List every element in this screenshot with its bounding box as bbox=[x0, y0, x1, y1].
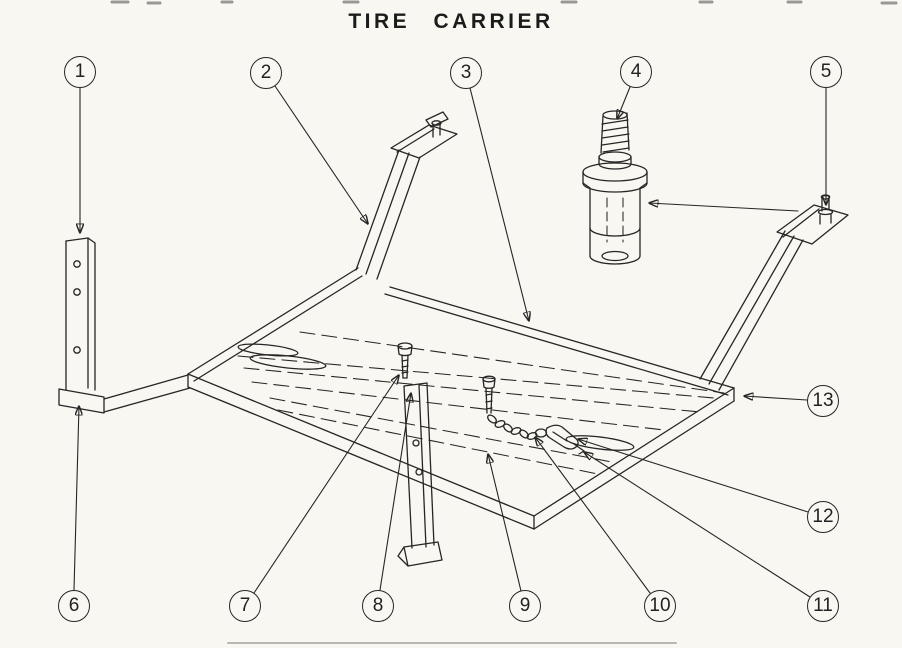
callout-3-number: 3 bbox=[460, 62, 472, 83]
leader-line-2 bbox=[274, 85, 368, 224]
callout-13-number: 13 bbox=[812, 390, 834, 411]
chain-anchor-bolt bbox=[482, 375, 496, 414]
carrier-frame bbox=[187, 267, 735, 530]
leader-line-6 bbox=[73, 406, 79, 591]
leader-line-13 bbox=[744, 396, 808, 401]
safety-chain bbox=[487, 414, 538, 440]
callout-4: 4 bbox=[620, 56, 652, 88]
leader-line-7 bbox=[253, 375, 399, 594]
callout-5: 5 bbox=[810, 56, 842, 88]
callout-6: 6 bbox=[58, 590, 90, 622]
front-mounting-bracket bbox=[397, 382, 443, 567]
leader-line-9 bbox=[488, 454, 522, 592]
latch-hook bbox=[534, 424, 585, 455]
diagram-title: TIRE CARRIER bbox=[348, 10, 554, 33]
callout-1-number: 1 bbox=[74, 61, 86, 82]
lock-plunger-assembly bbox=[582, 110, 648, 265]
callout-5-number: 5 bbox=[820, 61, 832, 82]
callout-12-number: 12 bbox=[812, 506, 834, 527]
callout-1: 1 bbox=[64, 56, 96, 88]
callout-11: 11 bbox=[807, 590, 839, 622]
callout-11-number: 11 bbox=[813, 595, 833, 616]
scan-artifacts bbox=[110, 0, 898, 5]
callout-2-number: 2 bbox=[260, 62, 272, 83]
left-mounting-bracket bbox=[58, 237, 191, 414]
callout-6-number: 6 bbox=[68, 595, 80, 616]
callout-4-number: 4 bbox=[630, 61, 642, 82]
callout-7-number: 7 bbox=[239, 595, 251, 616]
leader-line-12 bbox=[578, 439, 809, 513]
leader-lines bbox=[73, 85, 826, 598]
deck-rib-lines bbox=[237, 331, 725, 475]
callout-7: 7 bbox=[229, 590, 261, 622]
right-arm-pin bbox=[817, 194, 834, 225]
callout-10-number: 10 bbox=[649, 595, 671, 616]
deck-stud-pin bbox=[397, 342, 413, 379]
callout-9: 9 bbox=[509, 590, 541, 622]
callout-13: 13 bbox=[807, 385, 839, 417]
callout-9-number: 9 bbox=[519, 595, 531, 616]
callout-2: 2 bbox=[250, 57, 282, 89]
left-arm-pin bbox=[425, 111, 449, 138]
callout-3: 3 bbox=[450, 57, 482, 89]
callout-12: 12 bbox=[807, 501, 839, 533]
left-riser-arm bbox=[355, 111, 458, 280]
callout-8: 8 bbox=[362, 590, 394, 622]
leader-line-4b bbox=[649, 203, 799, 212]
leader-line-3 bbox=[469, 87, 529, 321]
right-riser-arm bbox=[699, 194, 849, 391]
callout-10: 10 bbox=[644, 590, 676, 622]
leader-line-10 bbox=[535, 437, 651, 594]
leader-line-11 bbox=[584, 452, 811, 598]
callout-8-number: 8 bbox=[372, 595, 384, 616]
leader-line-4 bbox=[617, 86, 631, 119]
